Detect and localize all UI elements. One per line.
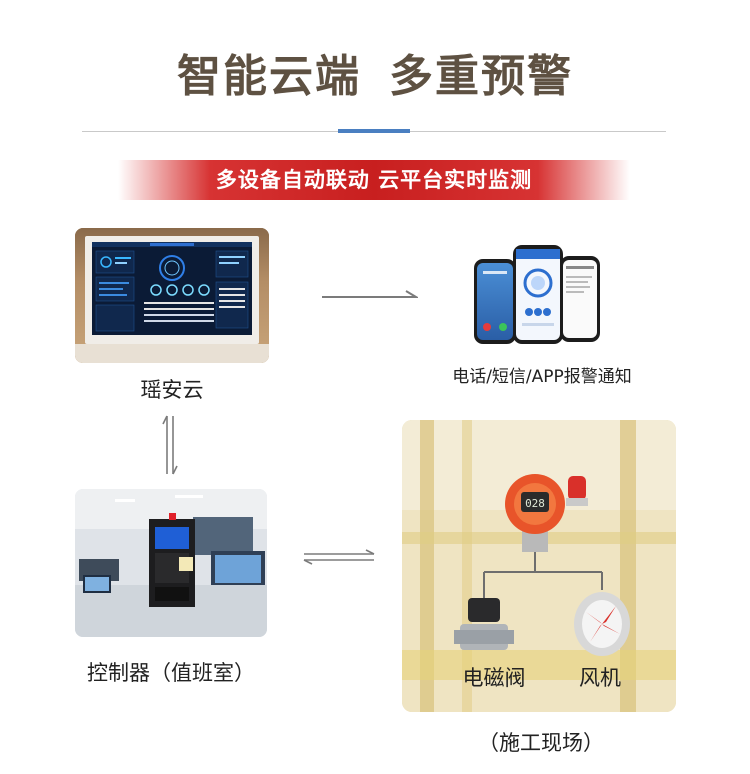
site-graphic: 028 [402, 420, 676, 712]
title-part-1: 智能云端 [177, 51, 361, 102]
arrow-cloud-controller-icon [162, 415, 178, 475]
detector-display: 028 [525, 497, 545, 510]
phone-app [513, 245, 563, 344]
phone-sms [560, 256, 600, 342]
controller-label: 控制器（值班室） [87, 661, 255, 685]
sms-screen-icon [566, 266, 594, 293]
dashboard-screen [92, 242, 252, 335]
fan-label: 风机 [579, 666, 621, 690]
dashboard-graphic [92, 242, 252, 332]
arrow-head-right-icon [405, 290, 418, 298]
arrow-controller-site-icon [303, 549, 375, 565]
cloud-label: 瑶安云 [140, 378, 204, 402]
subtitle-banner [118, 160, 630, 200]
app-screen-icon [516, 249, 560, 326]
call-screen-icon [483, 271, 507, 331]
site-label: （施工现场） [478, 731, 604, 755]
site-panel: 028 [402, 420, 676, 712]
cloud-platform-photo [75, 228, 269, 363]
title-divider-accent [338, 129, 410, 133]
control-room-graphic [75, 489, 267, 637]
control-room-photo [75, 489, 267, 637]
title-part-2: 多重预警 [389, 51, 573, 102]
valve-label: 电磁阀 [462, 666, 526, 690]
subtitle-banner-text: 多设备自动联动 云平台实时监测 [215, 168, 533, 192]
page-title: 智能云端多重预警 [0, 40, 750, 104]
phone-label: 电话/短信/APP报警通知 [452, 367, 632, 387]
arrow-cloud-to-phone [322, 296, 414, 298]
phone-call [474, 259, 516, 344]
